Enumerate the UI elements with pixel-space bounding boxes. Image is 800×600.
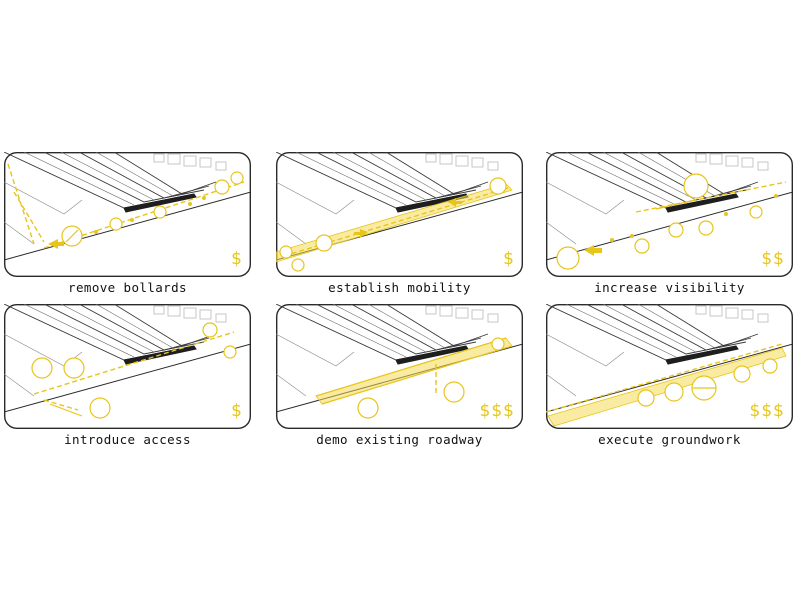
cost-indicator: $ (231, 249, 243, 269)
cost-indicator: $$ (761, 249, 785, 269)
panel-caption: introduce access (64, 432, 191, 447)
wheelchair-icon (63, 357, 85, 379)
diagram-panel-introduce-access: $ (4, 304, 251, 429)
ramp-icon (31, 357, 53, 379)
drainage-icon (733, 365, 751, 383)
bollard-removal-overlay (7, 163, 245, 249)
panel-caption: demo existing roadway (316, 432, 483, 447)
visibility-overlay (556, 173, 787, 270)
diagram-panel-execute-groundwork: $$$ (546, 304, 793, 429)
bicycle-icon (315, 234, 333, 252)
roadway-demolition-overlay (315, 337, 513, 419)
groundwork-overlay (546, 343, 787, 427)
panel-illustration (546, 152, 793, 277)
bicycle-icon (279, 245, 293, 259)
panel-illustration (546, 304, 793, 429)
panel-illustration (4, 152, 251, 277)
diagram-panel-remove-bollards: $ (4, 152, 251, 277)
diagram-panel-demo-existing-roadway: $$$ (276, 304, 523, 429)
bollard-icon (153, 205, 167, 219)
lighting-icon (683, 173, 709, 199)
bollard-icon (109, 217, 123, 231)
panel-caption: remove bollards (68, 280, 187, 295)
cost-indicator: $ (231, 401, 243, 421)
bicycle-icon (489, 177, 507, 195)
diagram-panel-establish-mobility: $ (276, 152, 523, 277)
panel-caption: execute groundwork (598, 432, 741, 447)
diagram-panel-increase-visibility: $$ (546, 152, 793, 277)
panel-caption: increase visibility (594, 280, 745, 295)
mobility-path-overlay (276, 177, 513, 272)
cost-indicator: $$$ (479, 401, 515, 421)
soil-icon (637, 389, 655, 407)
cost-indicator: $ (503, 249, 515, 269)
jackhammer-icon (357, 397, 379, 419)
signage-icon (556, 246, 580, 270)
excavator-icon (443, 381, 465, 403)
planting-icon (762, 358, 778, 374)
light-icon (634, 238, 650, 254)
panel-illustration (276, 152, 523, 277)
light-icon (749, 205, 763, 219)
wheelchair-icon (89, 397, 111, 419)
bollard-icon (230, 171, 244, 185)
light-icon (698, 220, 714, 236)
panel-caption: establish mobility (328, 280, 471, 295)
access-icon (223, 345, 237, 359)
utility-icon (664, 382, 684, 402)
demolition-icon (491, 337, 505, 351)
panel-illustration (4, 304, 251, 429)
access-overlay (31, 322, 237, 419)
panel-illustration (276, 304, 523, 429)
bollard-icon (214, 179, 230, 195)
access-icon (202, 322, 218, 338)
light-icon (668, 222, 684, 238)
cost-indicator: $$$ (749, 401, 785, 421)
pedestrian-icon (291, 258, 305, 272)
